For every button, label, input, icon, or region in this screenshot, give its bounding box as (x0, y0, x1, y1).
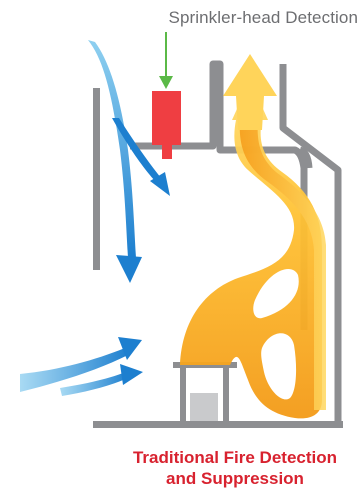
sprinkler-head (152, 91, 181, 145)
air-flow-bottom-lower (60, 372, 128, 396)
hot-gas-up-arrow (223, 54, 277, 130)
fire-pit-left-post (180, 368, 186, 422)
fire-pit-coals (190, 393, 218, 421)
ceiling-hood (130, 60, 313, 300)
air-flow-branch-arrowhead (150, 172, 170, 196)
sprinkler-detection-label: Sprinkler-head Detection (168, 8, 358, 27)
sprinkler-pointer-arrowhead (159, 76, 173, 89)
floor (93, 421, 343, 428)
left-wall (93, 88, 100, 270)
air-flow-bottom-upper (20, 348, 128, 392)
caption-line-1: Traditional Fire Detection (132, 448, 338, 467)
plume-hollow-lower (261, 333, 297, 400)
plume-hollow-upper (253, 268, 299, 319)
fire-pit-right-post (223, 368, 229, 422)
air-flow-branch (112, 118, 161, 182)
air-flow-bottom-lower-arrowhead (120, 364, 143, 385)
caption-line-2: and Suppression (166, 469, 304, 488)
air-flow-top-arrowhead (116, 255, 142, 283)
diagram-caption: Traditional Fire Detection and Suppressi… (70, 447, 364, 489)
chimney-outer-wall (279, 64, 342, 421)
fire-plume (180, 80, 322, 419)
air-flow-top-curve (88, 40, 136, 258)
sprinkler-nozzle (162, 145, 172, 159)
air-flow-bottom-upper-arrowhead (118, 337, 142, 360)
hot-gas-column (239, 120, 326, 410)
